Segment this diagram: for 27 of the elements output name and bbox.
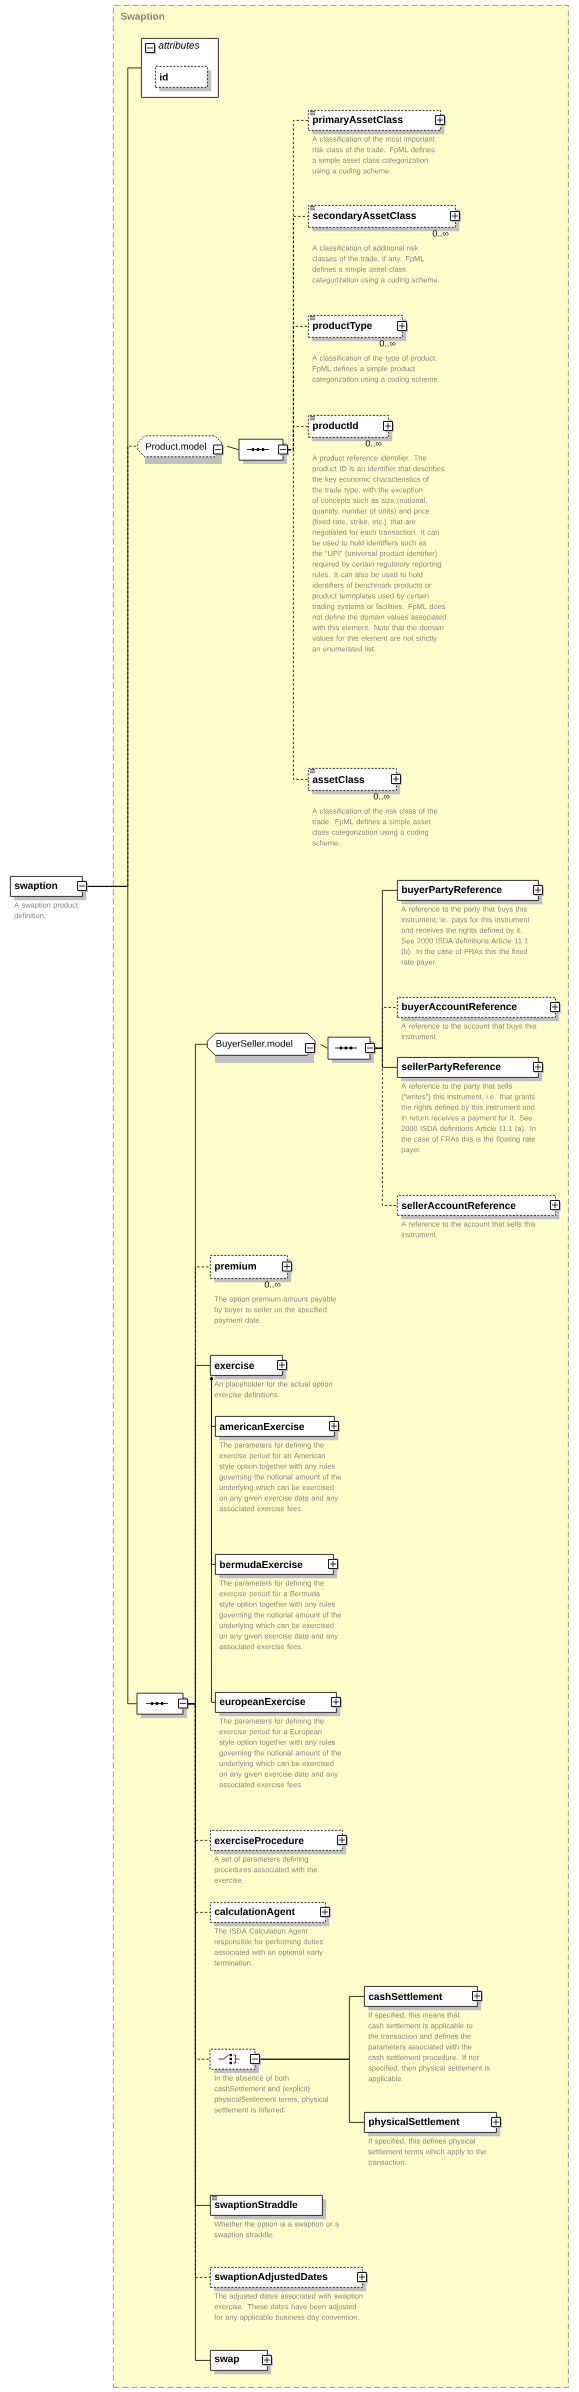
connector-line — [288, 449, 309, 780]
element-box: europeanExercise — [215, 1692, 341, 1717]
connector-line — [87, 886, 137, 1705]
element-box: buyerPartyReference — [397, 880, 543, 905]
group-box: Product.model — [137, 435, 223, 465]
element-box: swaptionStraddle — [210, 2195, 327, 2220]
group-box: BuyerSeller.model — [206, 1032, 316, 1064]
connector-line — [375, 1047, 398, 1068]
multiplicity-label: 0..∞ — [432, 230, 449, 237]
arrow — [210, 1376, 216, 1703]
element-box: buyerAccountReference — [397, 997, 560, 1022]
connector-line — [260, 2058, 365, 2123]
multiplicity-label: 0..∞ — [379, 340, 396, 347]
element-box: exerciseProcedure — [210, 1830, 347, 1855]
element-box: id — [155, 66, 212, 92]
connector-line — [375, 1047, 398, 1206]
element-box: swaptionAdjustedDates — [210, 2267, 367, 2292]
multiplicity-label: 0..∞ — [373, 793, 390, 800]
connector-line — [226, 445, 239, 451]
multiplicity-label: 0..∞ — [264, 1281, 281, 1288]
element-box: sellerPartyReference — [397, 1057, 543, 1082]
element-box: physicalSettlement — [364, 2112, 501, 2137]
element-box: americanExercise — [215, 1416, 339, 1441]
element-box: primaryAssetClass — [308, 110, 445, 135]
connector-line — [320, 1043, 328, 1049]
element-box: sellerAccountReference — [397, 1195, 560, 1220]
multiplicity-label: 0..∞ — [365, 440, 382, 447]
